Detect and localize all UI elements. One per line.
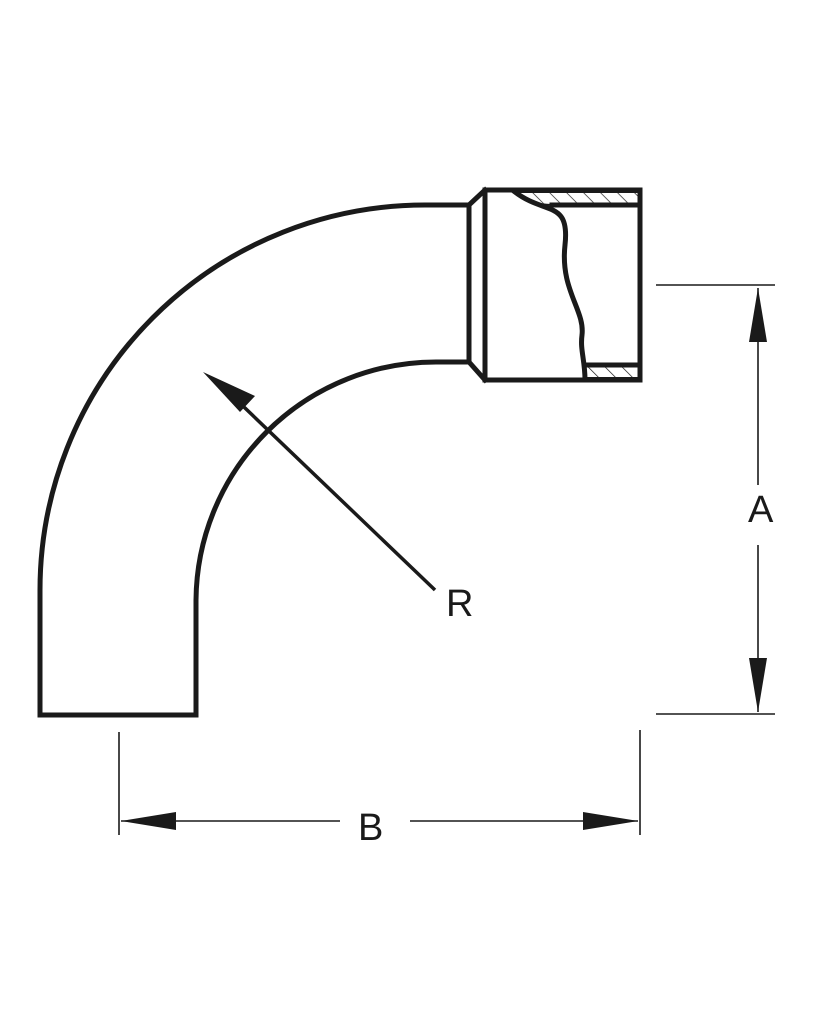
dimension-b-label: B [358, 807, 383, 849]
arrowhead-a-top [749, 288, 767, 342]
dimension-a-label: A [748, 489, 774, 531]
arrowhead-a-bottom [749, 658, 767, 712]
radius-arrowhead [203, 372, 255, 412]
radius-leader [203, 372, 437, 592]
cutaway-break-line [511, 188, 588, 383]
arrowhead-b-right [583, 812, 638, 830]
dimension-b [118, 730, 641, 835]
pipe-bend-body [37, 202, 472, 718]
socket-end [465, 186, 643, 384]
arrowhead-b-left [121, 812, 176, 830]
radius-label: R [446, 583, 473, 625]
dimension-a [656, 284, 775, 715]
